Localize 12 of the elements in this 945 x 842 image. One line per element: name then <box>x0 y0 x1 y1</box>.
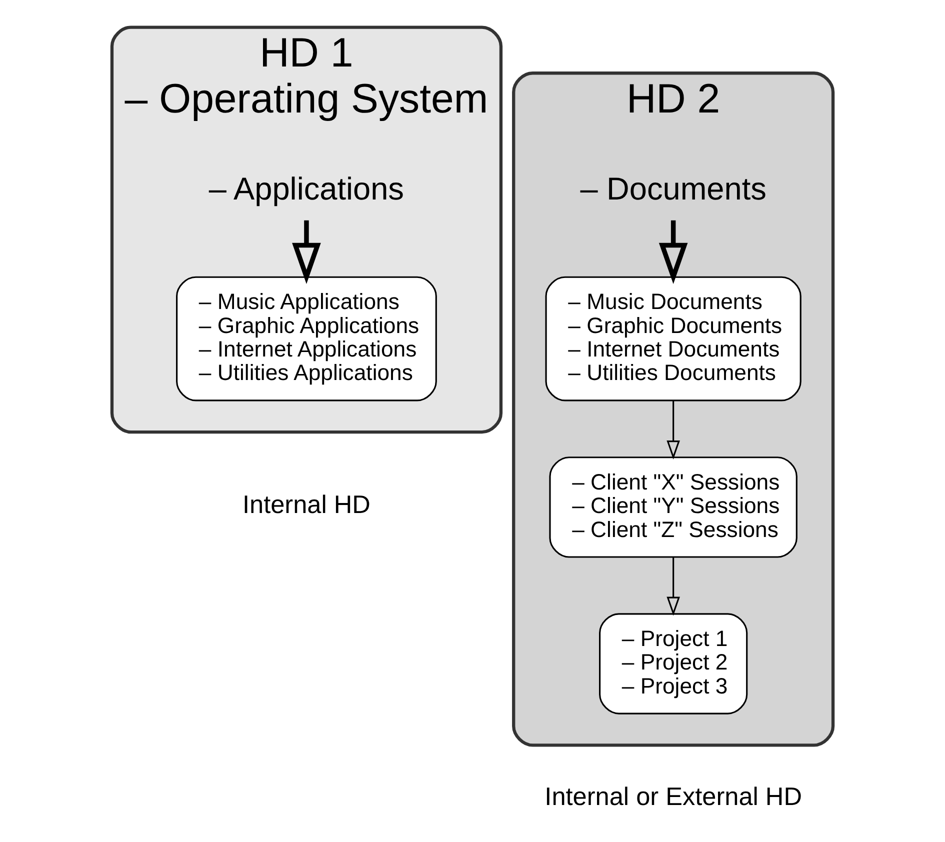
node-text: – Applications <box>208 170 404 207</box>
node-text: – Documents <box>580 170 766 207</box>
arrow <box>292 220 321 284</box>
arrow <box>666 557 680 616</box>
node-box: – Project 1 – Project 2 – Project 3 <box>599 613 748 714</box>
arrow <box>658 220 688 284</box>
node-label: Internal or External HD <box>544 782 802 811</box>
node-label: Internal HD <box>242 491 370 520</box>
arrow <box>666 400 680 460</box>
node-box: – Music Documents – Graphic Documents – Internet Documents – Utilities Documents <box>545 276 802 402</box>
node-box: – Music Applications – Graphic Applications – Internet Applications – Utilities Applications <box>176 276 437 402</box>
node-box: – Client "X" Sessions – Client "Y" Sessions – Client "Z" Sessions <box>549 456 798 558</box>
